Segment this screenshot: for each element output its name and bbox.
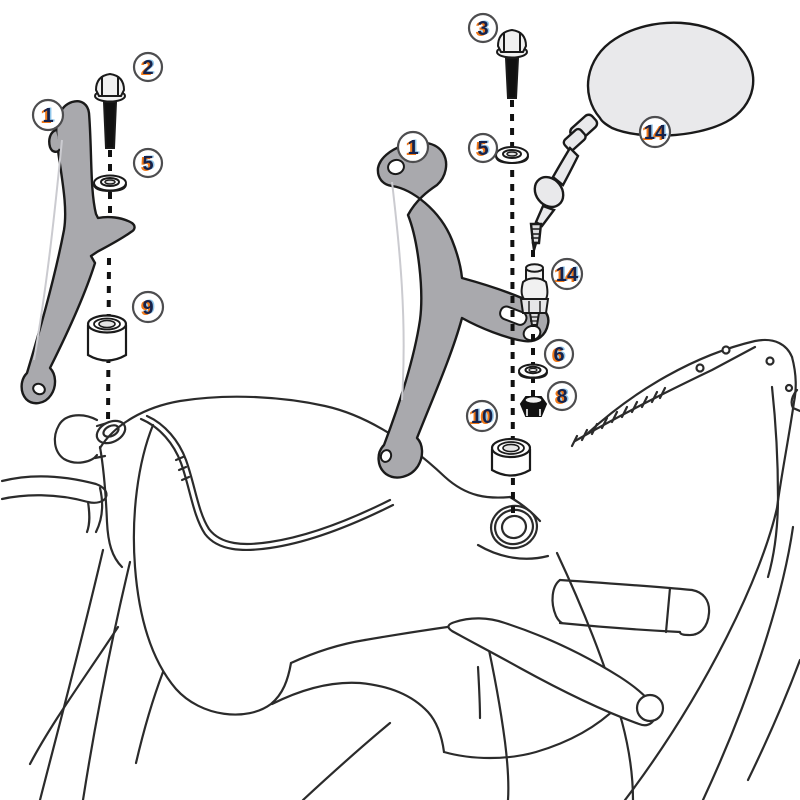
callout-9: 9: [131, 290, 165, 324]
callout-10: 10: [465, 399, 499, 433]
mirror-stem: [529, 113, 599, 251]
callout-number: 14: [644, 122, 667, 144]
callout-number: 14: [556, 264, 579, 286]
front-cowl-top-edge: [98, 395, 512, 499]
washer-right: [495, 146, 529, 165]
left-mirror-mount-hole: [95, 419, 127, 445]
callouts: 1 2 5 9 3 5 1 14: [31, 12, 672, 433]
front-cowl-lower-edge: [270, 620, 620, 800]
callout-number: 10: [471, 406, 493, 428]
callout-number: 1: [42, 105, 53, 127]
hex-bolt-right: [496, 28, 528, 99]
right-handlebar-grip: [551, 578, 711, 637]
callout-number: 8: [556, 386, 567, 408]
headlight-trim-swoosh: [139, 414, 395, 552]
callout-2: 2: [132, 51, 164, 83]
hex-bolt-left: [94, 72, 126, 149]
left-brake-lever: [0, 475, 108, 534]
callout-number: 5: [142, 153, 153, 175]
callout-5-left: 5: [132, 147, 164, 179]
left-mounting-bracket: [20, 100, 136, 405]
washer-small: [518, 363, 548, 380]
callout-8: 8: [546, 380, 578, 412]
front-cowl-left-flank: [28, 445, 165, 800]
spacer-left: [86, 314, 128, 362]
callout-6: 6: [543, 338, 575, 370]
callout-14-adapter: 14: [550, 257, 584, 291]
right-brake-lever: [447, 617, 665, 727]
callout-number: 3: [477, 18, 488, 40]
scooter-line-art: [0, 338, 800, 800]
callout-number: 9: [142, 297, 153, 319]
mirror-adapter: [519, 263, 550, 326]
callout-1-left: 1: [31, 98, 65, 132]
windscreen: [570, 338, 794, 448]
spacer-right: [490, 437, 532, 477]
washer-left: [93, 174, 127, 193]
callout-14-mirror: 14: [638, 115, 672, 149]
callout-number: 5: [477, 138, 488, 160]
left-handlebar-grip: [53, 414, 109, 464]
right-fairing-edge: [623, 355, 800, 800]
callout-1-right: 1: [396, 130, 430, 164]
callout-5-right: 5: [467, 132, 499, 164]
callout-number: 2: [142, 57, 153, 79]
callout-3: 3: [467, 12, 499, 44]
callout-number: 6: [553, 344, 564, 366]
hex-nut: [519, 395, 548, 417]
fork-mirror-mount-hole: [489, 504, 539, 550]
mirror: [529, 21, 755, 251]
headlight: [132, 423, 367, 716]
callout-number: 1: [407, 137, 418, 159]
